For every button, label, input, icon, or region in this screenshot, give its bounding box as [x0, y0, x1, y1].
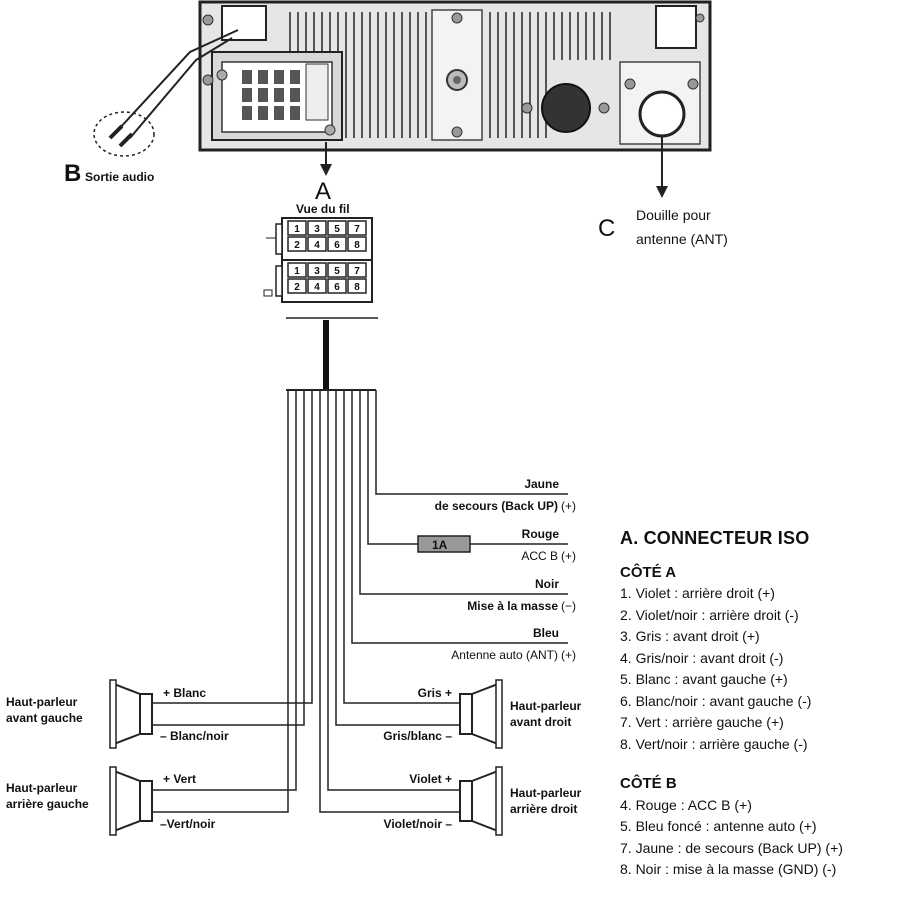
connector-pin-label: 5: [334, 224, 340, 235]
wire-gris-pos: Gris +: [418, 686, 452, 700]
wire-harness: [152, 390, 568, 813]
wire-bleu-desc: Antenne auto (ANT): [451, 648, 558, 662]
connector-pin-label: 8: [354, 282, 360, 293]
wire-jaune-sign: (+): [561, 499, 576, 513]
wire-vert-pos: + Vert: [163, 772, 196, 786]
legend-side-a-item: 3. Gris : avant droit (+): [620, 628, 760, 644]
connector-pin-cell: [327, 278, 347, 294]
connector-pin-cell: [347, 278, 367, 294]
speaker-front-left-line1: Haut-parleur: [6, 695, 78, 709]
connector-pin-cell: [307, 220, 327, 236]
speaker-rear-left-line2: arrière gauche: [6, 797, 89, 811]
fuse-1a: 1A: [417, 535, 471, 553]
wire-jaune-desc: de secours (Back UP): [435, 499, 558, 513]
connector-pin-cell: [327, 262, 347, 278]
wire-jaune-label: Jaune: [524, 477, 559, 491]
arrow-c-icon: [656, 136, 668, 198]
connector-pin-cell: [307, 236, 327, 252]
legend-side-a-item: 8. Vert/noir : arrière gauche (-): [620, 735, 808, 752]
legend-side-a-item: 5. Blanc : avant gauche (+): [620, 671, 788, 687]
wire-bleu-sign: (+): [561, 648, 576, 662]
connector-pin-cell: [287, 236, 307, 252]
connector-pin-label: 6: [334, 240, 340, 251]
legend-side-a-title: CÔTÉ A: [620, 563, 677, 581]
connector-pin-cell: [307, 262, 327, 278]
connector-pin-cell: [307, 278, 327, 294]
connector-pin-label: 3: [314, 266, 320, 277]
label-b-text: Sortie audio: [85, 170, 154, 184]
iso-connector-legend: A. CONNECTEUR ISO CÔTÉ A 1. Violet : arr…: [620, 528, 912, 881]
vue-du-fil-label: Vue du fil: [296, 202, 350, 216]
legend-side-a-list: 1. Violet : arrière droit (+) 2. Violet/…: [620, 583, 912, 755]
speaker-rear-right-line2: arrière droit: [510, 802, 577, 816]
wire-violet-neg: Violet/noir –: [384, 817, 453, 831]
connector-pin-cell: [287, 278, 307, 294]
speaker-rear-left-line1: Haut-parleur: [6, 781, 78, 795]
connector-pin-grid: 1 3 5 7 2 4 6 8 1 3 5 7 2 4 6 8: [287, 220, 367, 294]
label-a-letter: A: [315, 178, 331, 205]
legend-side-b-item: 7. Jaune : de secours (Back UP) (+): [620, 839, 843, 856]
connector-pin-label: 2: [294, 282, 300, 293]
wire-vert-neg: –Vert/noir: [160, 817, 216, 831]
connector-pin-cell: [287, 262, 307, 278]
speaker-rear-right-icon: [459, 766, 503, 836]
legend-side-a-item: 1. Violet : arrière droit (+): [620, 585, 775, 601]
legend-title: A. CONNECTEUR ISO: [620, 528, 810, 548]
connector-pin-cell: [287, 220, 307, 236]
connector-pin-label: 7: [354, 224, 360, 235]
legend-side-b-list: 4. Rouge : ACC B (+) 5. Bleu foncé : ant…: [620, 795, 912, 881]
legend-side-b-item: 8. Noir : mise à la masse (GND) (-): [620, 861, 837, 877]
speaker-rear-left-icon: [109, 766, 153, 836]
label-b-letter: B: [64, 160, 81, 187]
legend-side-a-item: 6. Blanc/noir : avant gauche (-): [620, 692, 812, 709]
wire-bleu-label: Bleu: [533, 626, 559, 640]
speaker-front-right-line1: Haut-parleur: [510, 699, 582, 713]
wire-blanc-pos: + Blanc: [163, 686, 206, 700]
label-c-letter: C: [598, 215, 615, 242]
connector-pin-cell: [347, 262, 367, 278]
wire-rouge-sign: (+): [561, 549, 576, 563]
connector-pin-label: 4: [314, 240, 320, 251]
legend-side-b-title: CÔTÉ B: [620, 775, 677, 792]
legend-side-a-item: 7. Vert : arrière gauche (+): [620, 714, 784, 730]
connector-pin-cell: [327, 236, 347, 252]
iso-connector: 1 3 5 7 2 4 6 8 1 3 5 7 2 4 6 8: [263, 217, 378, 319]
speaker-front-right-icon: [459, 679, 503, 749]
label-c-line2: antenne (ANT): [636, 231, 728, 247]
connector-pin-label: 5: [334, 266, 340, 277]
connector-pin-label: 3: [314, 224, 320, 235]
connector-pin-label: 8: [354, 240, 360, 251]
legend-side-b-item: 5. Bleu foncé : antenne auto (+): [620, 818, 817, 834]
wire-gris-neg: Gris/blanc –: [383, 729, 452, 743]
speaker-front-left-icon: [109, 679, 153, 749]
wire-rouge-desc: ACC B: [521, 549, 558, 563]
connector-pin-label: 1: [294, 224, 300, 235]
speaker-rear-right-line1: Haut-parleur: [510, 786, 582, 800]
wire-noir-desc: Mise à la masse: [467, 599, 558, 613]
connector-pin-label: 2: [294, 240, 300, 251]
speaker-front-right-line2: avant droit: [510, 715, 571, 729]
legend-side-a-item: 2. Violet/noir : arrière droit (-): [620, 606, 799, 623]
label-c-line1: Douille pour: [636, 207, 711, 223]
radio-back-panel: [198, 0, 712, 152]
fuse-label: 1A: [432, 538, 448, 552]
wire-violet-pos: Violet +: [409, 772, 452, 786]
wire-blanc-neg: – Blanc/noir: [160, 729, 229, 743]
arrow-a-icon: [320, 142, 332, 176]
legend-side-b-item: 4. Rouge : ACC B (+): [620, 796, 752, 813]
wire-noir-label: Noir: [535, 577, 559, 591]
wire-noir-sign: (−): [561, 599, 576, 613]
legend-side-a-item: 4. Gris/noir : avant droit (-): [620, 649, 784, 666]
connector-pin-cell: [327, 220, 347, 236]
connector-pin-label: 7: [354, 266, 360, 277]
audio-output-cables: [93, 29, 239, 157]
speaker-front-left-line2: avant gauche: [6, 711, 83, 725]
connector-pin-label: 6: [334, 282, 340, 293]
connector-pin-label: 1: [294, 266, 300, 277]
connector-pin-cell: [347, 220, 367, 236]
connector-pin-label: 4: [314, 282, 320, 293]
wire-rouge-label: Rouge: [522, 527, 560, 541]
connector-pin-cell: [347, 236, 367, 252]
